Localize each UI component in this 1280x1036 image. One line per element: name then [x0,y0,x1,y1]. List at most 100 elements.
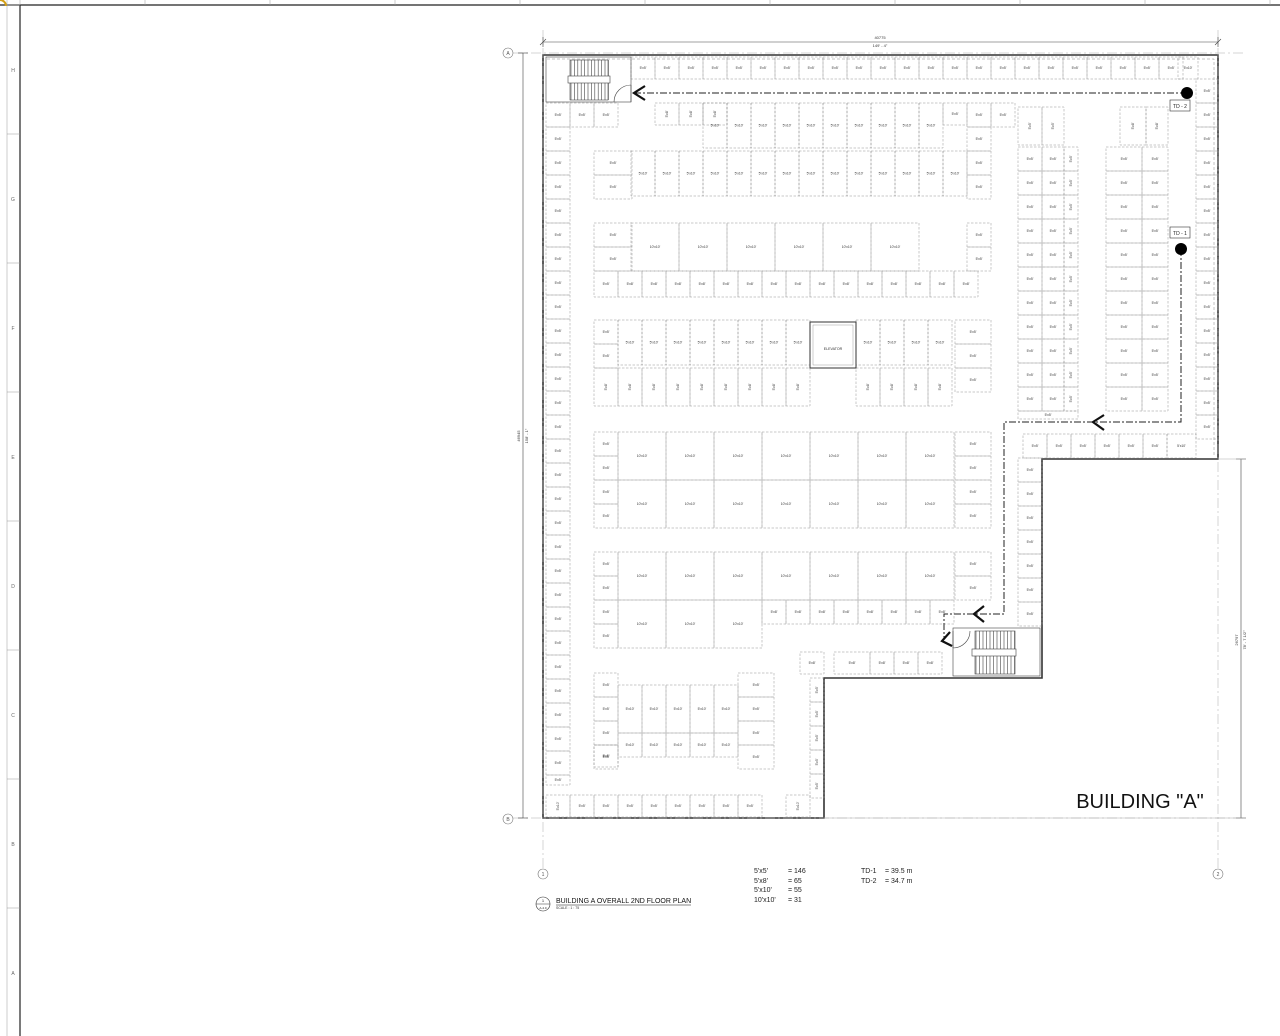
storage-unit: 5'x5' [1105,146,1143,172]
storage-unit: 5'x5' [593,479,619,505]
storage-unit-label: 5'x5' [970,562,977,566]
storage-unit: 5'x5' [1017,362,1043,388]
storage-unit: 5'x5' [545,342,571,368]
storage-unit-label: 5'x5' [1045,413,1052,417]
storage-unit: 5'x5' [1063,242,1079,268]
grid-bubble-2: 2 [1212,868,1224,880]
storage-unit-label: 5'x10' [556,801,560,810]
storage-unit: 5'x8' [678,102,704,126]
storage-unit-label: 5'x5' [1050,397,1057,401]
storage-unit-label: 5'x10' [951,172,960,176]
storage-unit-label: 5'x5' [1069,275,1073,282]
storage-unit: 5'x8' [1145,106,1169,146]
grid-bubble-1: 1 [537,868,549,880]
storage-unit: 5'x5' [1041,242,1065,268]
storage-unit: 5'x10' [798,150,824,197]
storage-unit: 5'x5' [1110,56,1136,80]
storage-unit-label: 5'x8' [866,383,870,390]
storage-unit: 5'x5' [1195,222,1219,248]
storage-unit-label: 10'x10' [698,245,709,249]
storage-unit-label: 5'x10' [807,172,816,176]
storage-unit: 5'x5' [1017,529,1043,555]
storage-unit: 5'x5' [1063,314,1079,340]
storage-unit: 5'x5' [593,575,619,601]
storage-unit: 5'x5' [1017,194,1043,220]
storage-unit-label: 10'x10' [746,245,757,249]
storage-unit-label: 10'x10' [650,245,661,249]
storage-unit-label: 10'x10' [829,574,840,578]
storage-unit: 5'x5' [593,246,633,272]
storage-unit: 5'x10' [1177,56,1199,80]
storage-unit-label: 10'x10' [842,245,853,249]
storage-unit: 10'x10' [870,222,920,272]
storage-unit: 5'x5' [1017,338,1043,364]
storage-unit: 5'x5' [545,198,571,224]
storage-unit: 5'x5' [593,794,619,818]
storage-unit: 5'x5' [954,367,992,393]
storage-unit-label: 5'x5' [1050,229,1057,233]
storage-unit: 5'x5' [1105,386,1143,412]
storage-unit: 5'x5' [1017,481,1043,507]
storage-unit: 5'x10' [726,150,752,197]
storage-unit-label: 5'x10' [722,707,731,711]
svg-text:TD - 2: TD - 2 [1173,104,1187,110]
svg-text:2: 2 [1217,872,1220,878]
dimension-right [824,458,1246,819]
storage-unit-label: 5'x5' [1204,281,1211,285]
storage-unit: 5'x5' [1105,218,1143,244]
sheet-ref: A-4.0 [539,906,547,910]
storage-unit-label: 5'x5' [1204,257,1211,261]
legend-row: 5'x10'= 55 [754,887,802,894]
storage-unit: 5'x10' [1166,433,1197,459]
storage-unit-label: 5'x10' [888,341,897,345]
dimension-top-imperial: 149' - 4" [873,43,888,48]
storage-unit-label: 10'x10' [925,454,936,458]
storage-unit-label: 5'x5' [1050,349,1057,353]
stair-north [545,56,632,103]
storage-unit-label: 5'x8' [771,610,778,614]
storage-unit-label: 5'x8' [914,383,918,390]
storage-unit-label: 5'x5' [1121,325,1128,329]
storage-unit: 5'x5' [1195,270,1219,296]
storage-unit: 5'x5' [737,672,775,698]
storage-unit: 5'x5' [1017,290,1043,316]
storage-unit-label: 5'x5' [555,617,562,621]
storage-unit: 5'x5' [1105,290,1143,316]
storage-unit: 5'x5' [1195,342,1219,368]
storage-unit: 5'x8' [953,270,979,298]
storage-unit: 5'x5' [678,56,704,80]
storage-unit: 5'x5' [809,677,825,703]
storage-unit-label: 5'x5' [1027,588,1034,592]
storage-unit: 5'x5' [1105,338,1143,364]
storage-unit-label: 5'x5' [1048,66,1055,70]
storage-unit: 10'x10' [857,551,907,601]
storage-unit-label: 5'x10' [722,743,731,747]
dimension-top [539,37,1222,47]
storage-unit-label: 10'x10' [829,454,840,458]
storage-unit: 5'x5' [1017,314,1043,340]
sheet-row-letter: C [11,713,15,719]
storage-unit-label: 5'x5' [880,66,887,70]
storage-unit-label: 5'x5' [610,257,617,261]
storage-unit-label: 5'x10' [864,341,873,345]
storage-unit-label: 5'x5' [952,66,959,70]
storage-unit-label: 5'x5' [1121,205,1128,209]
storage-unit-label: 5'x5' [970,466,977,470]
storage-unit-label: 5'x5' [664,66,671,70]
storage-unit: 5'x5' [990,56,1016,80]
storage-unit: 5'x10' [870,150,896,197]
legend-size: 5'x10' [754,887,772,894]
storage-unit-label: 5'x10' [674,707,683,711]
storage-unit-label: 5'x5' [976,137,983,141]
storage-unit: 5'x5' [1017,218,1043,244]
storage-unit-label: 5'x5' [1204,329,1211,333]
dimension-left-imperial: 158' - 1" [524,428,529,443]
storage-unit-label: 5'x5' [1204,89,1211,93]
storage-unit: 5'x5' [954,319,992,345]
storage-unit: 5'x5' [1070,433,1096,459]
storage-unit-label: 5'x5' [688,66,695,70]
storage-unit: 5'x8' [761,270,787,298]
storage-unit: 10'x10' [665,431,715,481]
storage-unit-label: 5'x5' [1027,540,1034,544]
storage-unit: 5'x10' [689,319,715,366]
